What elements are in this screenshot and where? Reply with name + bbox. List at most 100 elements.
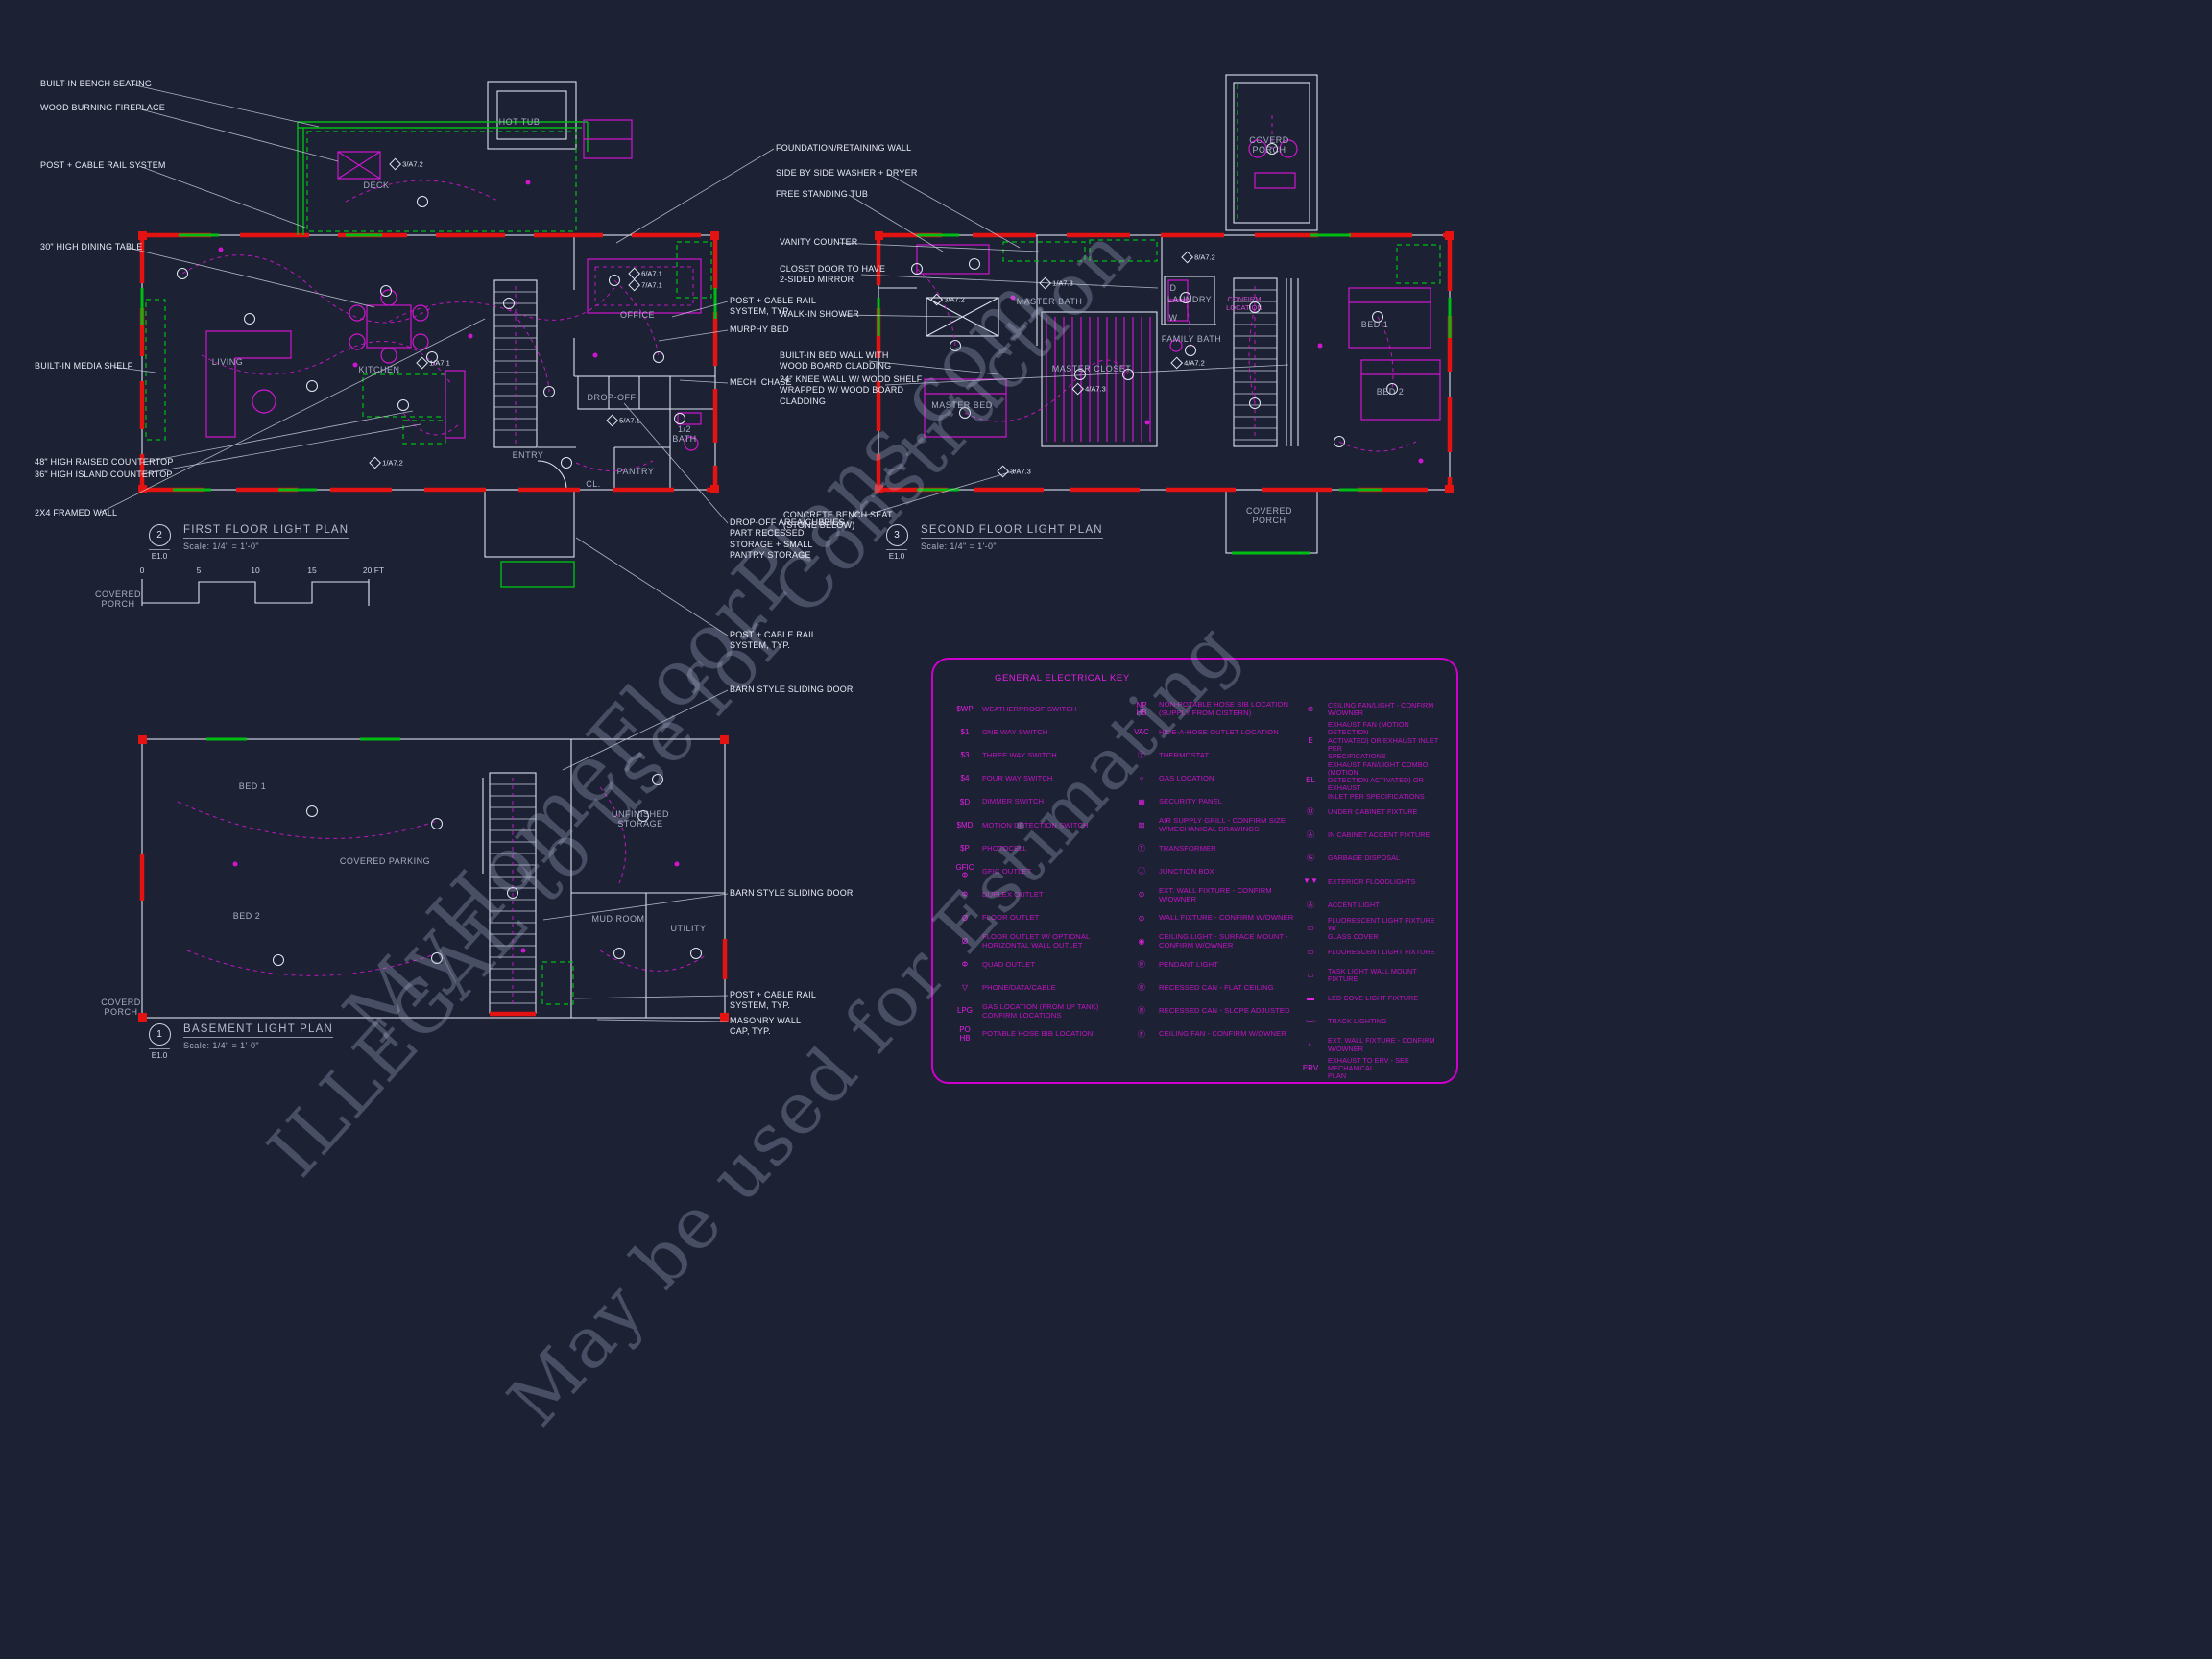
callout-label: POST + CABLE RAIL SYSTEM, TYP. bbox=[730, 990, 817, 1011]
legend-item-label: DIMMER SWITCH bbox=[982, 797, 1045, 806]
plan-scale-text: Scale: 1/4" = 1'-0" bbox=[183, 1041, 259, 1050]
diamond-marker-icon bbox=[628, 267, 641, 280]
first-floor-plan-drawing bbox=[138, 81, 719, 588]
legend-item-label: EXT. WALL FIXTURE - CONFIRM W/OWNER bbox=[1328, 1036, 1435, 1053]
sheet-number: E1.0 bbox=[148, 549, 171, 561]
legend-item-label: CEILING FAN - CONFIRM W/OWNER bbox=[1159, 1029, 1286, 1039]
plan-title-text: SECOND FLOOR LIGHT PLAN bbox=[921, 524, 1103, 539]
elevation-marker: 3/A7.2 bbox=[930, 293, 965, 306]
legend-item: ▭TASK LIGHT WALL MOUNT FIXTURE bbox=[1298, 964, 1444, 987]
sheet-number: E1.0 bbox=[885, 549, 908, 561]
legend-symbol-icon: ▬ bbox=[1307, 994, 1314, 1003]
legend-item-label: THREE WAY SWITCH bbox=[982, 751, 1057, 760]
room-label: LAUNDRY bbox=[1166, 295, 1213, 304]
basement-green-elements bbox=[206, 737, 574, 1005]
room-label: CL. bbox=[586, 479, 601, 489]
legend-item-label: TRACK LIGHTING bbox=[1328, 1017, 1387, 1026]
basement-red-walls bbox=[138, 735, 729, 1022]
diamond-marker-icon bbox=[1071, 382, 1085, 396]
scalebar-tick: 0 bbox=[139, 565, 145, 575]
legend-symbol-icon: Ⓣ bbox=[1138, 844, 1145, 854]
legend-item: ⊛CEILING FAN/LIGHT - CONFIRM W/OWNER bbox=[1298, 698, 1444, 721]
room-label: MASTER BATH bbox=[1016, 297, 1083, 306]
scalebar-tick: 15 bbox=[307, 565, 317, 575]
legend-symbol-icon: Ⓤ bbox=[1307, 806, 1314, 816]
legend-symbol-icon: ⊠ bbox=[1138, 820, 1145, 830]
room-label: 1/2 BATH bbox=[672, 424, 697, 444]
first-floor-circuit-dots bbox=[218, 180, 598, 368]
room-label: MASTER CLOSET bbox=[1051, 364, 1132, 373]
scalebar-tick: 10 bbox=[251, 565, 260, 575]
second-floor-circuit-dots bbox=[1010, 295, 1424, 464]
first-floor-plan-title: 2 E1.0 FIRST FLOOR LIGHT PLAN Scale: 1/4… bbox=[144, 524, 349, 561]
legend-item-label: AIR SUPPLY GRILL - CONFIRM SIZE W/MECHAN… bbox=[1159, 816, 1286, 834]
basement-lights bbox=[273, 774, 702, 966]
legend-symbol-icon: Ⓙ bbox=[1138, 867, 1145, 877]
room-label: KITCHEN bbox=[358, 365, 400, 374]
room-label: D bbox=[1169, 283, 1177, 293]
plan-title-text: FIRST FLOOR LIGHT PLAN bbox=[183, 524, 349, 539]
diamond-marker-icon bbox=[1181, 251, 1194, 264]
legend-item: ⊙ EXT. WALL FIXTURE - CONFIRM W/OWNER bbox=[1129, 884, 1294, 907]
second-floor-title-bubble: 3 E1.0 bbox=[881, 524, 912, 561]
callout-label: POST + CABLE RAIL SYSTEM bbox=[40, 160, 166, 170]
legend-item-label: TASK LIGHT WALL MOUNT FIXTURE bbox=[1328, 966, 1417, 984]
elevation-marker: 1/A7.3 bbox=[1039, 276, 1073, 290]
legend-symbol-icon: ▭ bbox=[1307, 947, 1314, 956]
legend-symbol-icon: Ⓕ bbox=[1138, 1029, 1145, 1039]
elevation-marker: 1/A7.1 bbox=[416, 356, 450, 370]
plan-number-badge: 1 bbox=[148, 1023, 171, 1046]
legend-symbol-icon: Φ bbox=[961, 959, 969, 969]
room-label: UNFINISHED STORAGE bbox=[611, 809, 670, 829]
second-floor-red-walls bbox=[875, 231, 1454, 493]
legend-item: ▼▼EXTERIOR FLOODLIGHTS bbox=[1298, 871, 1444, 894]
room-label: FAMILY BATH bbox=[1161, 334, 1222, 344]
callout-label: POST + CABLE RAIL SYSTEM, TYP. bbox=[730, 630, 817, 651]
legend-item-label: GARBAGE DISPOSAL bbox=[1328, 854, 1401, 863]
legend-item-label: DUPLEX OUTLET bbox=[982, 890, 1044, 900]
legend-item: ⊙WALL FIXTURE - CONFIRM W/OWNER bbox=[1129, 907, 1294, 930]
legend-item: ▽PHONE/DATA/CABLE bbox=[952, 976, 1123, 999]
sheet-number: E1.0 bbox=[148, 1048, 171, 1060]
legend-item-label: EXT. WALL FIXTURE - CONFIRM W/OWNER bbox=[1159, 885, 1272, 903]
callout-label: MECH. CHASE bbox=[730, 377, 792, 387]
callout-label: BUILT-IN MEDIA SHELF bbox=[35, 361, 133, 371]
legend-symbol-icon: $D bbox=[959, 797, 971, 806]
plan-number-badge: 3 bbox=[885, 524, 908, 546]
legend-symbol-icon: $1 bbox=[960, 728, 970, 737]
room-label: BED 2 bbox=[1376, 387, 1405, 397]
callout-label: CLOSET DOOR TO HAVE 2-SIDED MIRROR bbox=[780, 264, 886, 285]
legend-symbol-icon: ⊙ bbox=[1138, 890, 1145, 900]
legend-symbol-icon: Ⓐ bbox=[1307, 900, 1314, 909]
room-label: PANTRY bbox=[616, 467, 655, 476]
legend-symbol-icon: NP HB bbox=[1136, 700, 1147, 718]
legend-item-label: UNDER CABINET FIXTURE bbox=[1328, 806, 1418, 816]
legend-item-label: THERMOSTAT bbox=[1159, 751, 1210, 760]
legend-item-label: POTABLE HOSE BIB LOCATION bbox=[982, 1029, 1094, 1039]
legend-symbol-icon: LPG bbox=[956, 1006, 973, 1016]
diamond-marker-icon bbox=[389, 157, 402, 171]
elevation-marker: 4/A7.2 bbox=[1170, 356, 1205, 370]
legend-symbol-icon: ◦─◦ bbox=[1305, 1017, 1316, 1026]
legend-item: ▭FLUORESCENT LIGHT FIXTURE bbox=[1298, 941, 1444, 964]
room-label: ENTRY bbox=[512, 450, 544, 460]
callout-label: FREE STANDING TUB bbox=[776, 189, 869, 199]
elevation-marker: 6/A7.1 bbox=[628, 267, 662, 280]
basement-circuit-dots bbox=[232, 861, 680, 953]
legend-item-label: RECESSED CAN - FLAT CEILING bbox=[1159, 982, 1274, 992]
legend-item: ◐EXT. WALL FIXTURE - CONFIRM W/OWNER bbox=[1298, 1034, 1444, 1057]
second-floor-walls bbox=[878, 74, 1451, 554]
